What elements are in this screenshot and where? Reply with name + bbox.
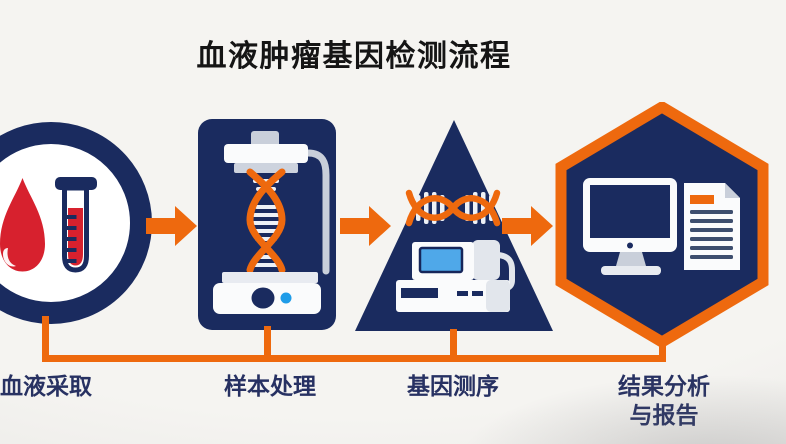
test-tube-icon	[55, 177, 97, 273]
step-label-blood-collection: 血液采取	[0, 373, 92, 399]
sequencer-button	[472, 291, 483, 296]
connector-drop-step2	[264, 326, 271, 360]
machine-press-cap	[224, 144, 308, 163]
machine-dial	[251, 287, 275, 309]
sequencer-screen	[418, 246, 464, 274]
monitor-camera-dot	[627, 242, 633, 249]
step-label-sample-processing: 样本处理	[224, 373, 316, 399]
report-document-icon	[684, 183, 740, 270]
dna-extraction-machine-icon	[213, 131, 330, 314]
sequencer-slot	[401, 288, 438, 298]
test-tube-graduation-marks	[66, 215, 77, 263]
step2-sample-processing-badge	[198, 119, 336, 330]
connector-horizontal-rail	[42, 355, 666, 362]
machine-indicator-light	[280, 292, 292, 304]
blood-drop-icon	[0, 178, 45, 272]
step-label-results-line1: 结果分析	[618, 373, 710, 399]
step-label-results-line2: 与报告	[629, 402, 699, 428]
flow-arrow-icon	[502, 206, 553, 246]
flow-arrow-icon	[146, 206, 197, 246]
step-label-results-report: 结果分析 与报告	[618, 372, 710, 430]
diagram-title: 血液肿瘤基因检测流程	[196, 40, 512, 73]
sequencer-button	[457, 291, 468, 296]
connector-drop-step4	[659, 336, 666, 360]
flow-arrow-icon	[340, 206, 391, 246]
connector-drop-step3	[450, 329, 457, 360]
machine-top-knob	[251, 131, 279, 147]
machine-tray	[222, 272, 318, 283]
sequencer-base-cap	[486, 280, 510, 312]
document-header-bar	[690, 195, 714, 204]
monitor-screen	[590, 185, 670, 238]
step3-gene-sequencing-badge	[355, 120, 553, 331]
step-label-gene-sequencing: 基因测序	[407, 373, 499, 399]
machine-clamp	[234, 163, 298, 173]
monitor-base	[601, 266, 661, 275]
triangle-shape	[355, 120, 553, 331]
connector-drop-step1	[42, 316, 49, 360]
step1-blood-collection-badge	[0, 122, 152, 324]
computer-monitor-icon	[583, 178, 677, 275]
monitor-stand	[616, 252, 646, 266]
machine-side-pipe	[304, 149, 330, 275]
sequencer-icon	[396, 240, 515, 312]
sequencer-side-module	[472, 240, 500, 280]
dna-strand-horizontal-icon	[405, 189, 501, 227]
document-text-lines	[690, 210, 733, 259]
dna-helix-vertical-icon	[246, 168, 286, 274]
step4-results-badge	[555, 102, 769, 347]
document-folded-corner	[725, 183, 740, 198]
